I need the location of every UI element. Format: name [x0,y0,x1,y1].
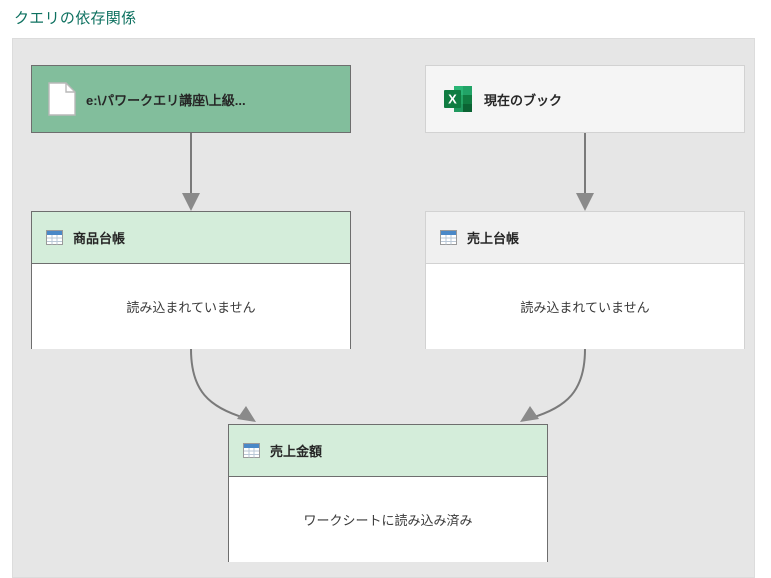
node-status: 読み込まれていません [426,264,744,349]
node-label: 現在のブック [484,92,563,108]
node-header: 売上金額 [229,425,547,477]
node-label: 商品台帳 [73,231,126,246]
edge-shohin-to-kingaku [190,348,256,422]
excel-icon: X [442,83,474,115]
table-icon [243,443,260,458]
edge-uriage-to-kingaku [520,348,586,422]
node-label: e:\パワークエリ講座\上級... [86,92,246,108]
edge-file-to-shohin [182,133,200,211]
node-label: 売上台帳 [467,231,520,246]
svg-text:X: X [448,92,457,107]
edge-workbook-to-uriage [576,133,594,211]
node-status: ワークシートに読み込み済み [229,477,547,562]
node-header: 売上台帳 [426,212,744,264]
node-label: 売上金額 [270,444,323,459]
page-title: クエリの依存関係 [14,10,137,27]
node-query-uriage-daicho[interactable]: 売上台帳 読み込まれていません [425,211,745,349]
node-header: 商品台帳 [32,212,350,264]
table-icon [440,230,457,245]
node-current-workbook[interactable]: X 現在のブック [425,65,745,133]
table-icon [46,230,63,245]
file-page-icon [48,82,76,116]
node-query-uriage-kingaku[interactable]: 売上金額 ワークシートに読み込み済み [228,424,548,562]
dependency-canvas[interactable]: e:\パワークエリ講座\上級... X 現在のブック [12,38,755,578]
node-status: 読み込まれていません [32,264,350,349]
node-file-source[interactable]: e:\パワークエリ講座\上級... [31,65,351,133]
node-query-shohin-daicho[interactable]: 商品台帳 読み込まれていません [31,211,351,349]
